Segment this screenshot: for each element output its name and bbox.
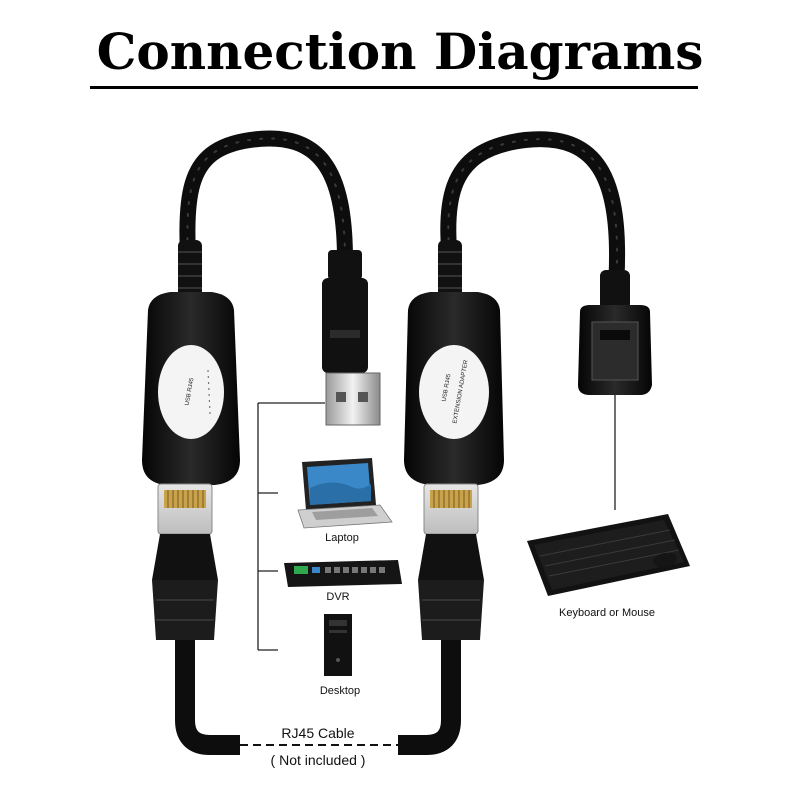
receiver-adapter-label: USB RJ45 xyxy=(442,373,453,402)
keyboard-mouse-icon xyxy=(527,514,690,596)
dvr-icon xyxy=(284,560,402,587)
laptop-label: Laptop xyxy=(325,532,359,544)
transmitter-adapter: USB RJ45 xyxy=(142,292,240,485)
transmitter-cable-loop xyxy=(179,130,353,308)
rj45-cable-label: RJ45 Cable xyxy=(281,725,354,741)
rj45-cable-note: ( Not included ) xyxy=(271,752,366,768)
receiver-rj45-plug xyxy=(418,483,484,640)
transmitter-rj45-plug xyxy=(152,483,218,640)
transmitter-adapter-label: USB RJ45 xyxy=(185,377,196,406)
receiver-strain-relief xyxy=(438,240,462,305)
usb-a-female-socket xyxy=(578,270,652,395)
dvr-label: DVR xyxy=(326,591,349,603)
receiver-adapter: USB RJ45 EXTENSION ADAPTER xyxy=(404,292,504,485)
desktop-label: Desktop xyxy=(320,685,360,697)
receiver-cable-loop xyxy=(440,131,626,308)
usb-a-male-plug xyxy=(322,250,381,426)
laptop-icon xyxy=(297,458,393,529)
title-underline xyxy=(90,86,698,89)
transmitter-strain-relief xyxy=(178,240,202,305)
keyboard-mouse-label: Keyboard or Mouse xyxy=(559,607,655,619)
transmitter-rj45-cable xyxy=(175,640,240,755)
page-title: Connection Diagrams xyxy=(96,22,704,81)
desktop-tower-icon xyxy=(324,614,352,676)
host-device-bracket xyxy=(257,402,325,651)
receiver-rj45-cable xyxy=(398,640,461,755)
